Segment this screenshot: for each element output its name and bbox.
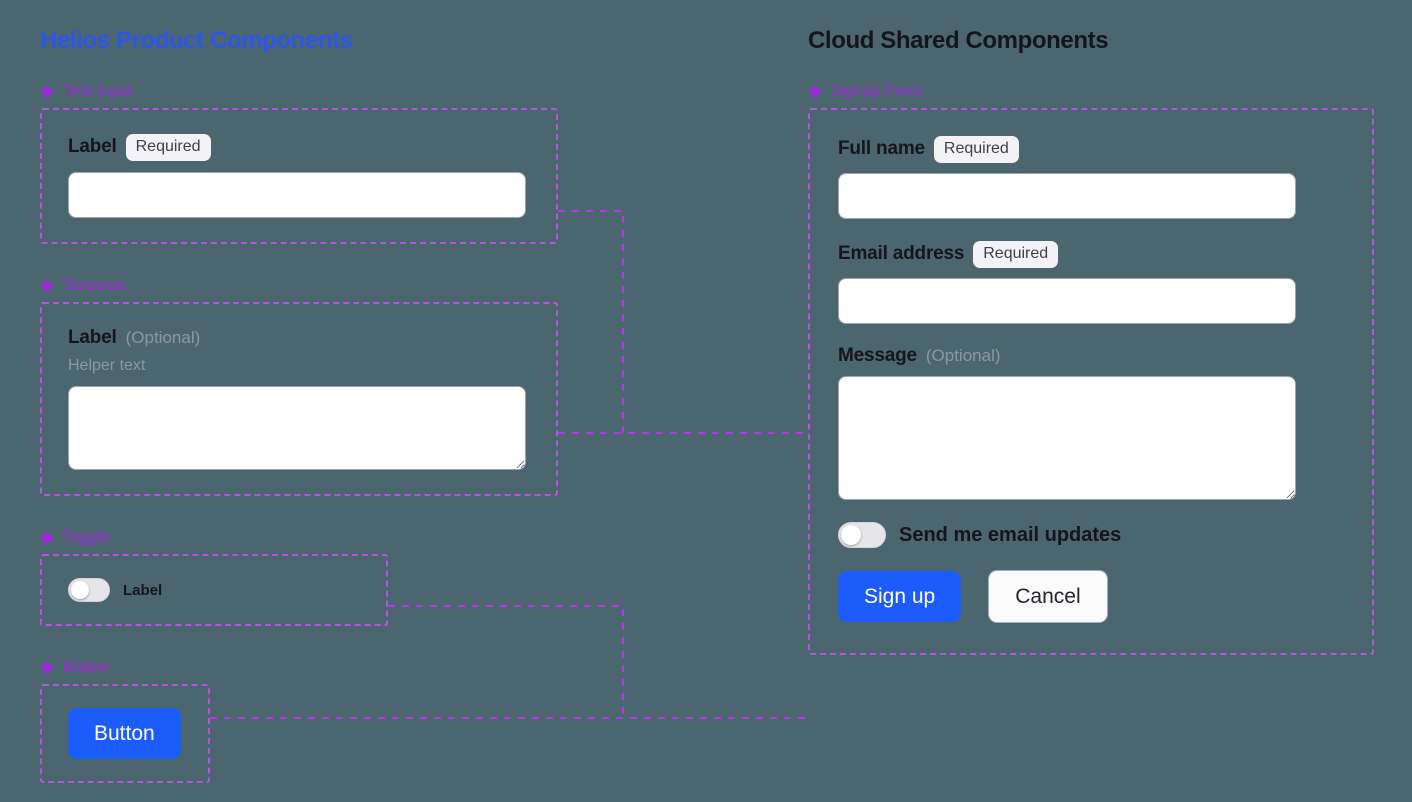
- group-heading-signup-form: Signup Form: [808, 84, 1374, 100]
- group-heading-label: Button: [63, 659, 110, 677]
- toggle-knob: [71, 581, 89, 600]
- signup-actions: Sign up Cancel: [838, 570, 1344, 624]
- required-badge: Required: [973, 240, 1059, 268]
- group-heading-label: Signup Form: [831, 83, 923, 101]
- field-label-row: Message (Optional): [838, 344, 1344, 367]
- group-heading-label: Text Input: [63, 83, 133, 101]
- field-label-row: Label Required: [68, 134, 530, 161]
- email-updates-toggle[interactable]: [838, 522, 886, 549]
- toggle-row: Label: [68, 578, 360, 603]
- diamond-icon: [40, 278, 54, 293]
- sign-up-button[interactable]: Sign up: [838, 571, 962, 623]
- field-label-row: Email address Required: [838, 240, 1344, 268]
- email-updates-toggle-row: Send me email updates: [838, 522, 1344, 549]
- left-column-title: Helios Product Components: [40, 27, 353, 54]
- field-block-full-name: Full name Required: [838, 136, 1344, 219]
- component-card-button: Button: [40, 684, 210, 784]
- field-label: Label: [68, 136, 117, 158]
- diamond-icon: [40, 85, 54, 100]
- email-address-input[interactable]: [838, 277, 1296, 324]
- field-label: Label: [68, 326, 117, 348]
- message-textarea[interactable]: [838, 376, 1296, 501]
- toggle-switch[interactable]: [68, 578, 110, 603]
- field-label: Full name: [838, 138, 925, 160]
- textarea-field[interactable]: [68, 386, 526, 471]
- right-column: Cloud Shared Components Signup Form Full…: [808, 27, 1374, 689]
- group-heading-label: Toggle: [63, 529, 111, 547]
- demo-button[interactable]: Button: [68, 708, 181, 760]
- group-heading-text-input: Text Input: [40, 84, 600, 100]
- field-block-message: Message (Optional): [838, 344, 1344, 501]
- diamond-icon: [40, 531, 54, 546]
- toggle-label: Label: [123, 581, 163, 599]
- component-card-signup-form: Full name Required Email address Require…: [808, 108, 1374, 656]
- field-label: Message: [838, 344, 917, 366]
- full-name-input[interactable]: [838, 172, 1296, 219]
- field-label-row: Label (Optional): [68, 326, 530, 349]
- toggle-knob: [841, 525, 861, 546]
- helper-text: Helper text: [68, 356, 146, 374]
- left-column: Helios Product Components Text Input Lab…: [40, 27, 600, 802]
- text-input-field[interactable]: [68, 171, 526, 218]
- field-label: Email address: [838, 242, 965, 264]
- component-card-toggle: Label: [40, 554, 388, 627]
- field-block-email-address: Email address Required: [838, 240, 1344, 324]
- required-badge: Required: [125, 134, 211, 161]
- right-column-title: Cloud Shared Components: [808, 27, 1109, 54]
- diamond-icon: [808, 85, 822, 100]
- optional-tag: (Optional): [125, 328, 201, 348]
- diamond-icon: [40, 661, 54, 676]
- cancel-button[interactable]: Cancel: [988, 570, 1108, 624]
- optional-tag: (Optional): [925, 345, 1001, 365]
- email-updates-label: Send me email updates: [899, 524, 1122, 547]
- group-heading-toggle: Toggle: [40, 530, 600, 546]
- group-heading-textarea: Textarea: [40, 276, 600, 294]
- component-card-text-input: Label Required: [40, 108, 558, 244]
- component-card-textarea: Label (Optional) Helper text: [40, 301, 558, 497]
- group-heading-label: Textarea: [63, 276, 125, 294]
- group-heading-button: Button: [40, 660, 600, 676]
- required-badge: Required: [933, 136, 1019, 163]
- field-label-row: Full name Required: [838, 136, 1344, 163]
